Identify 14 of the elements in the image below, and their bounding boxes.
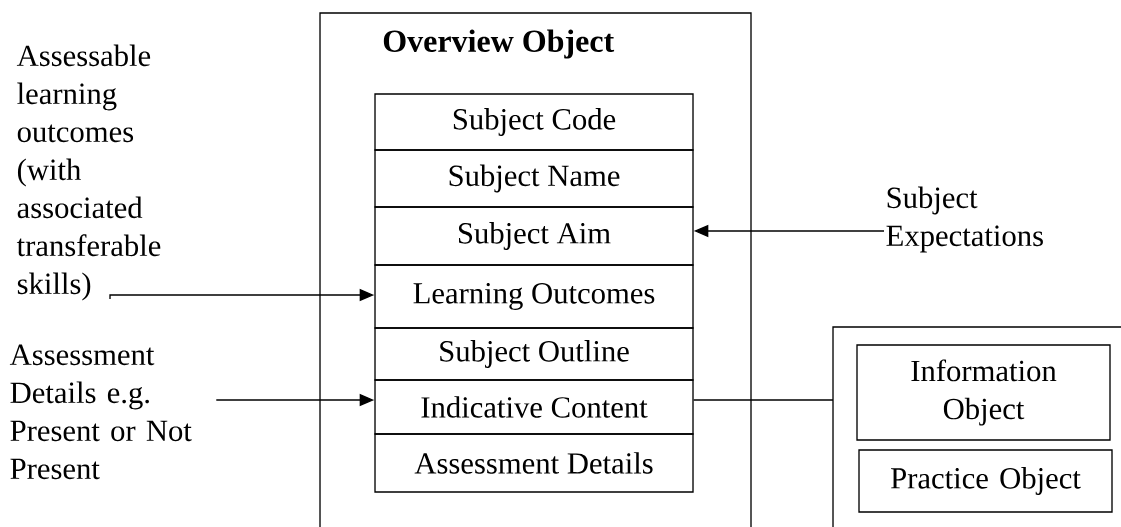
table-cell: Learning Outcomes [374, 264, 694, 329]
frame-box [832, 326, 1121, 527]
table-cell: Subject Code [374, 93, 694, 151]
object-box: Practice Object [858, 449, 1113, 513]
connector-line [693, 399, 834, 401]
table-cell: Indicative Content [374, 379, 694, 435]
object-box: Information Object [856, 344, 1111, 441]
table-cell: Subject Outline [374, 327, 694, 381]
table-cell: Assessment Details [374, 433, 694, 493]
annotation-text: Subject Expectations [886, 186, 1043, 253]
table-cell: Subject Name [374, 149, 694, 208]
annotation-text: Assessment Details e.g. Present or Not Present [9, 344, 192, 480]
annotation-text: Assessable learning outcomes (with associated transferable skills) [16, 44, 161, 301]
table-cell: Subject Aim [374, 206, 694, 266]
